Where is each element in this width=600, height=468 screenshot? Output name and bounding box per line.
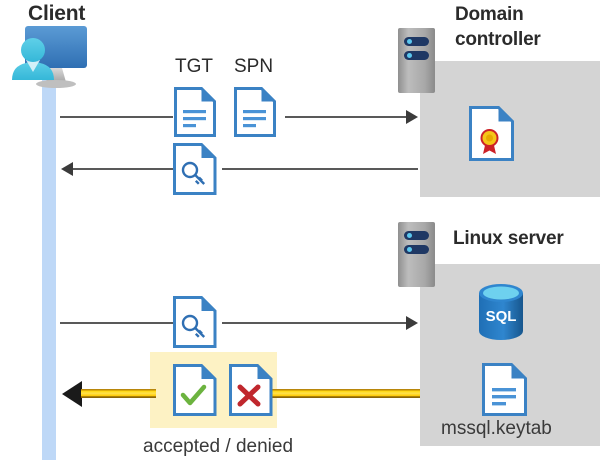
client-title: Client	[28, 2, 86, 25]
msg3-line-right	[222, 322, 407, 324]
sql-database-icon: SQL	[473, 281, 529, 343]
keytab-file-label: mssql.keytab	[441, 418, 552, 439]
tgt-label: TGT	[175, 56, 213, 77]
linux-server-title: Linux server	[453, 228, 564, 249]
msg2-line-left	[73, 168, 173, 170]
msg4-arrowhead	[62, 381, 82, 407]
certificate-document-icon	[468, 105, 515, 162]
server-rack-icon-linux	[398, 222, 435, 287]
denied-document-icon	[228, 363, 274, 417]
msg1-line-left	[60, 116, 173, 118]
spn-document-icon	[233, 86, 277, 138]
accepted-document-icon	[172, 363, 218, 417]
spn-label: SPN	[234, 56, 274, 77]
msg4-yellow-line-left	[81, 389, 156, 398]
server-rack-icon-dc	[398, 28, 435, 93]
domain-controller-title-line1: Domain	[455, 4, 524, 25]
msg3-arrowhead	[406, 316, 418, 330]
key-document-icon-2	[172, 295, 218, 349]
svg-text:SQL: SQL	[486, 308, 517, 325]
msg3-line-left	[60, 322, 173, 324]
msg4-yellow-line-right	[272, 389, 420, 398]
user-at-monitor-icon	[6, 22, 106, 102]
tgt-document-icon	[173, 86, 217, 138]
key-document-icon-1	[172, 142, 218, 196]
msg2-arrowhead	[61, 162, 73, 176]
msg1-arrowhead	[406, 110, 418, 124]
accepted-denied-caption: accepted / denied	[143, 436, 294, 457]
client-lifeline	[42, 75, 56, 460]
msg2-line-right	[222, 168, 418, 170]
domain-controller-title: Domain controller	[455, 2, 600, 52]
domain-controller-title-line2: controller	[455, 29, 541, 50]
msg1-line-right	[285, 116, 407, 118]
keytab-document-icon	[481, 362, 528, 417]
